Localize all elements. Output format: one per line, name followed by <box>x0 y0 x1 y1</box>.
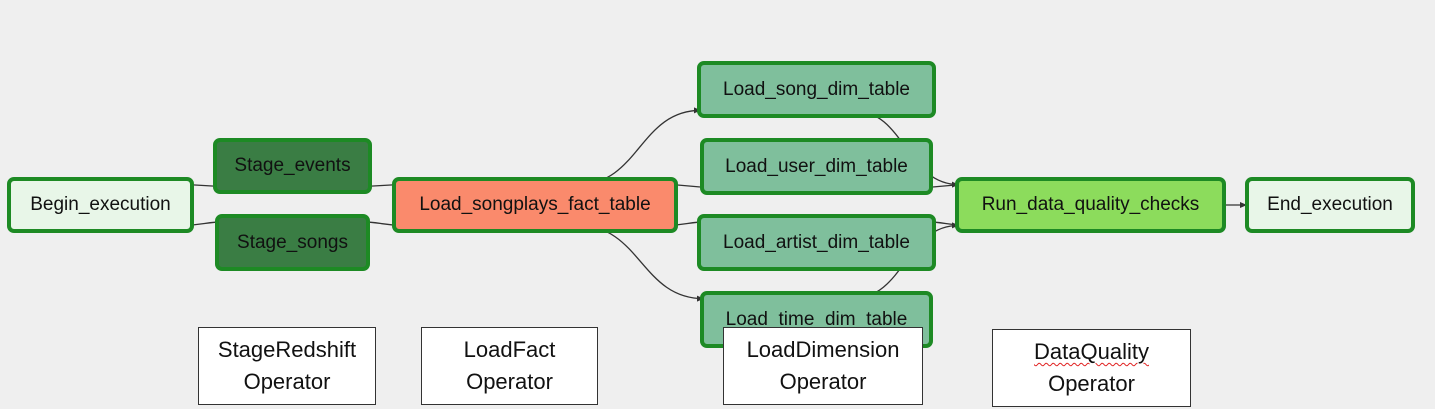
caption-load-dimension-operator: LoadDimension Operator <box>723 327 923 405</box>
node-load-user-dim-table[interactable]: Load_user_dim_table <box>700 138 933 195</box>
node-stage-songs[interactable]: Stage_songs <box>215 214 370 271</box>
caption-line: Operator <box>243 369 331 394</box>
caption-load-fact-operator: LoadFact Operator <box>421 327 598 405</box>
node-load-song-dim-table[interactable]: Load_song_dim_table <box>697 61 936 118</box>
caption-line: LoadFact <box>463 337 556 362</box>
caption-line: Operator <box>466 369 553 394</box>
caption-line: LoadDimension <box>746 337 900 362</box>
node-stage-events[interactable]: Stage_events <box>213 138 372 194</box>
caption-line: DataQuality <box>1034 339 1149 364</box>
caption-line: StageRedshift <box>217 337 357 362</box>
node-load-artist-dim-table[interactable]: Load_artist_dim_table <box>697 214 936 271</box>
node-end-execution[interactable]: End_execution <box>1245 177 1415 233</box>
edge-load_songplays_fact_table-to-load_time_dim_table <box>577 224 705 302</box>
caption-data-quality-operator: DataQuality Operator <box>992 329 1191 407</box>
node-run-data-quality-checks[interactable]: Run_data_quality_checks <box>955 177 1226 233</box>
caption-line: Operator <box>1048 371 1135 396</box>
caption-stage-redshift-operator: StageRedshift Operator <box>198 327 376 405</box>
caption-line: Operator <box>779 369 867 394</box>
node-begin-execution[interactable]: Begin_execution <box>7 177 194 233</box>
node-load-songplays-fact-table[interactable]: Load_songplays_fact_table <box>392 177 678 233</box>
edge-load_songplays_fact_table-to-load_song_dim_table <box>577 107 702 186</box>
